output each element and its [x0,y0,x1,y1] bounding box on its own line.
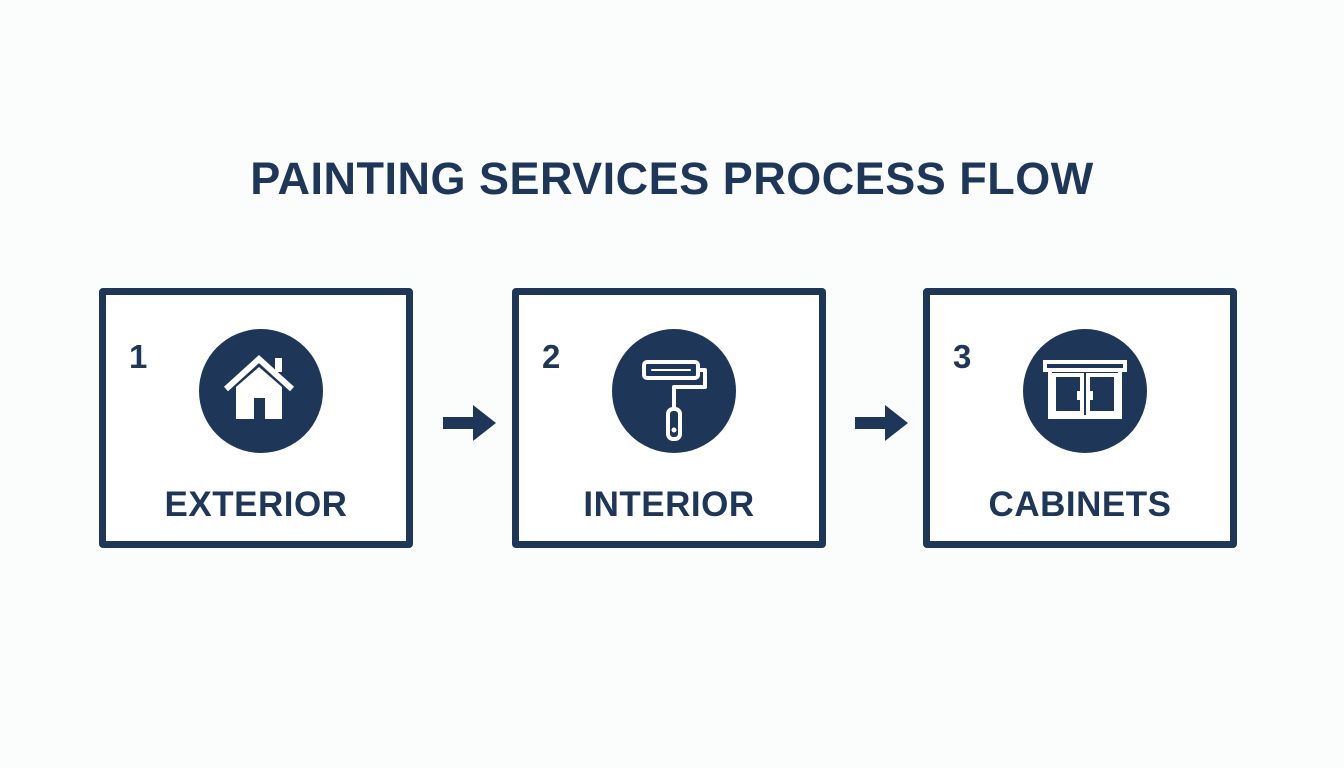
step-number: 1 [129,338,148,375]
step-label: INTERIOR [583,485,755,524]
step-box-exterior: 1 EXTERIOR [99,288,413,548]
step-number: 3 [953,338,972,375]
paint-roller-icon [612,329,736,453]
diagram-title: PAINTING SERVICES PROCESS FLOW [250,153,1094,204]
arrow-right-icon [443,403,497,443]
step-box-cabinets: 3 CABINETS [923,288,1237,548]
step-box-interior: 2 INTERIOR [512,288,826,548]
step-label: CABINETS [988,485,1172,524]
arrow-right-icon [855,403,909,443]
house-icon [199,329,323,453]
cabinet-icon [1023,329,1147,453]
step-label: EXTERIOR [164,485,348,524]
step-number: 2 [542,338,561,375]
